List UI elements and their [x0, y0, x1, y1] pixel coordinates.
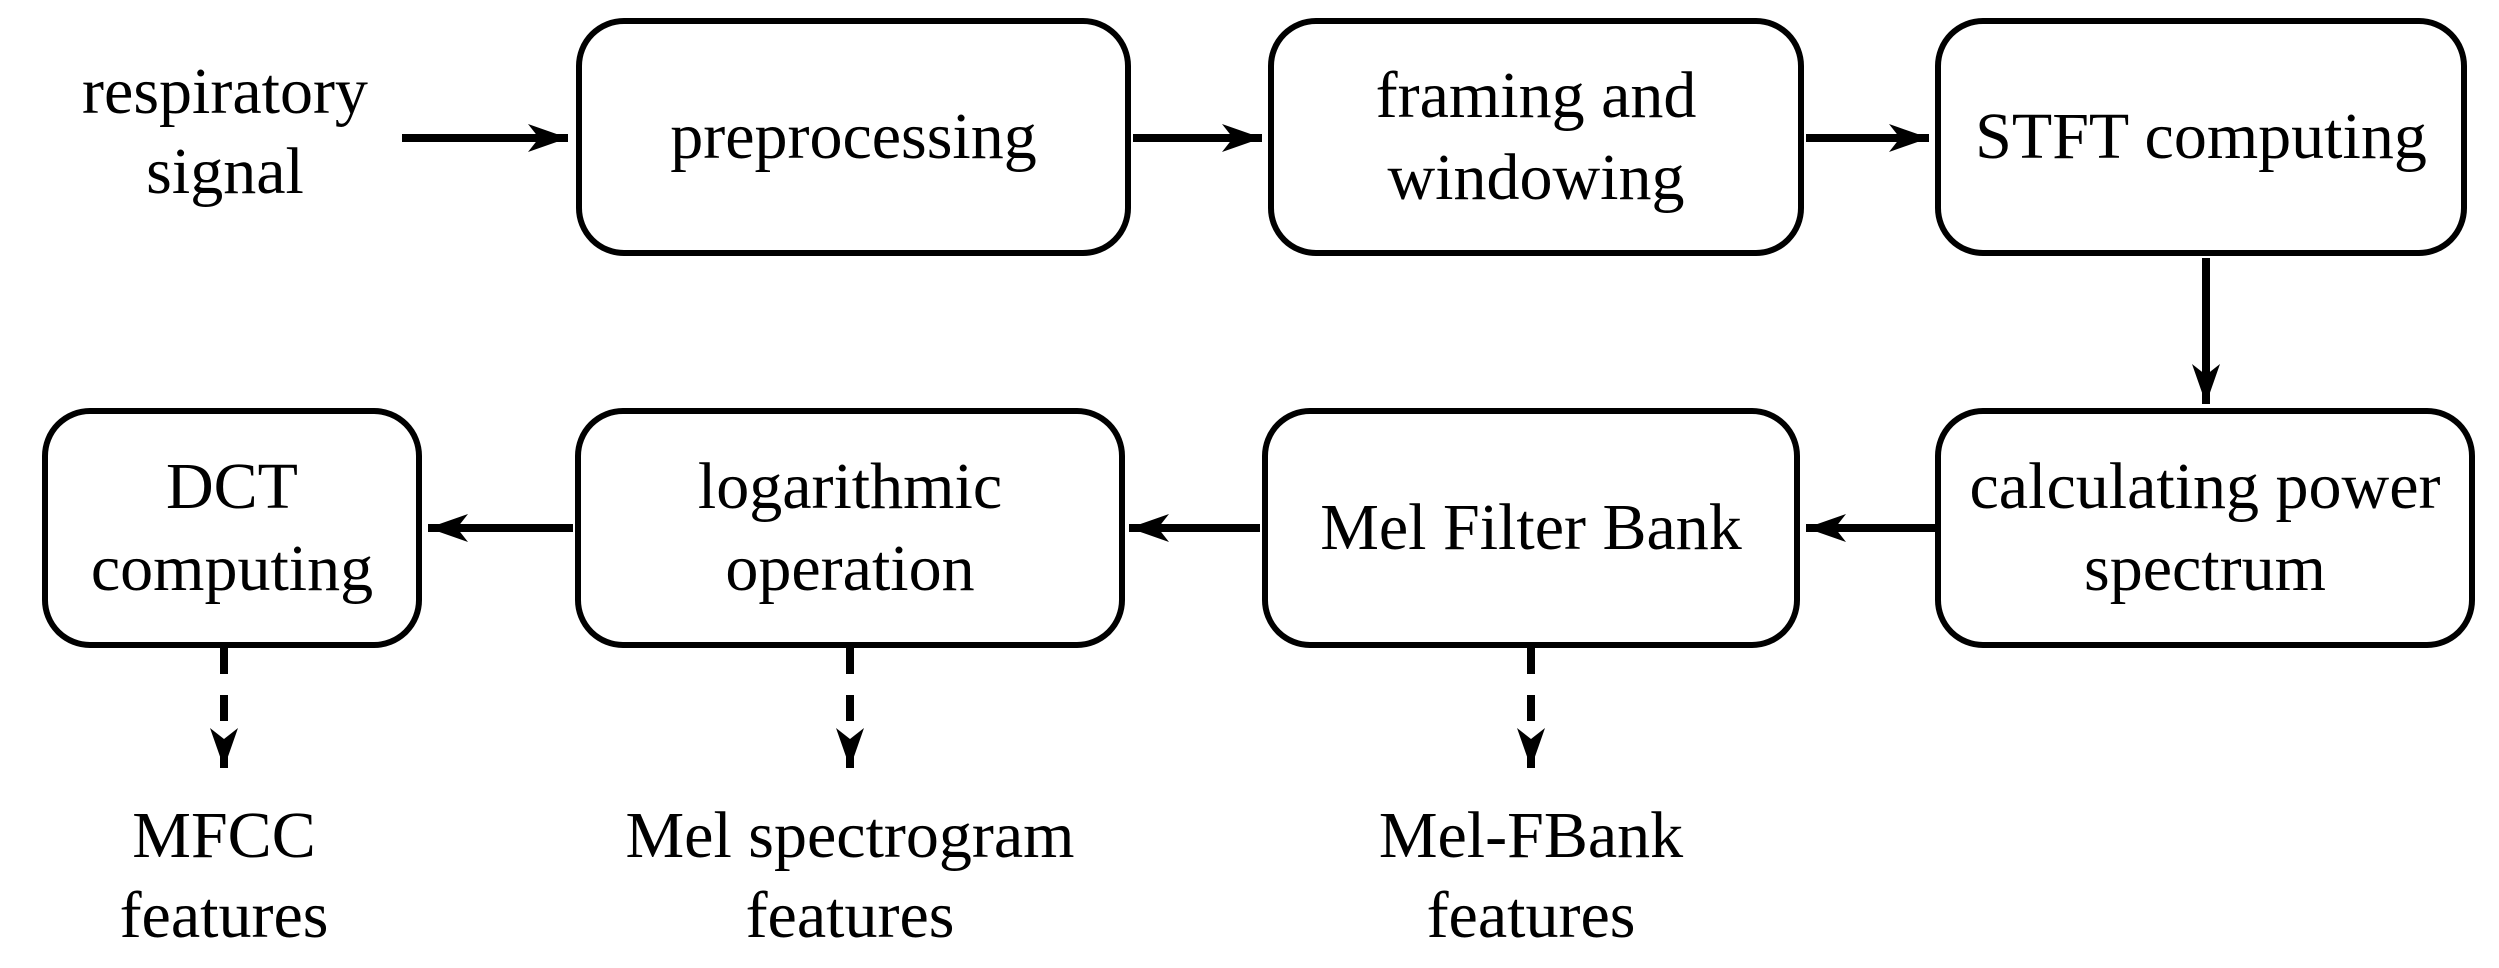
preprocessing-box: preprocessing [576, 18, 1131, 256]
input-respiratory-signal-label: respiratory signal [30, 52, 420, 212]
input-label-line1: respiratory [82, 55, 368, 128]
dct-computing-box: DCT computing [42, 408, 422, 648]
preprocessing-label: preprocessing [670, 100, 1037, 173]
framing-windowing-box: framing and windowing [1268, 18, 1804, 256]
mel-filter-bank-box: Mel Filter Bank [1262, 408, 1800, 648]
mel-spectrogram-features-line2: features [745, 879, 955, 952]
power-label-line2: spectrum [2084, 532, 2326, 605]
mfcc-features-line2: features [119, 879, 329, 952]
mel-filter-bank-label: Mel Filter Bank [1320, 491, 1742, 564]
power-label-line1: calculating power [1969, 450, 2441, 523]
mel-spectrogram-features-label: Mel spectrogram features [550, 796, 1150, 956]
stft-computing-box: STFT computing [1935, 18, 2467, 256]
mel-fbank-features-label: Mel-FBank features [1231, 796, 1831, 956]
logarithmic-operation-box: logarithmic operation [575, 408, 1125, 648]
calculating-power-spectrum-box: calculating power spectrum [1935, 408, 2475, 648]
logarithmic-label-line2: operation [725, 532, 975, 605]
mfcc-features-label: MFCC features [24, 796, 424, 956]
dct-label-line2: computing [90, 532, 374, 605]
framing-label-line2: windowing [1387, 141, 1685, 214]
mel-fbank-features-line2: features [1426, 879, 1636, 952]
mel-fbank-features-line1: Mel-FBank [1378, 799, 1684, 872]
dct-label-line1: DCT [166, 450, 298, 523]
framing-label-line1: framing and [1375, 59, 1697, 132]
mfcc-features-line1: MFCC [132, 799, 316, 872]
logarithmic-label-line1: logarithmic [697, 450, 1003, 523]
stft-label: STFT computing [1975, 100, 2427, 173]
input-label-line2: signal [146, 135, 304, 208]
mel-spectrogram-features-line1: Mel spectrogram [625, 799, 1075, 872]
